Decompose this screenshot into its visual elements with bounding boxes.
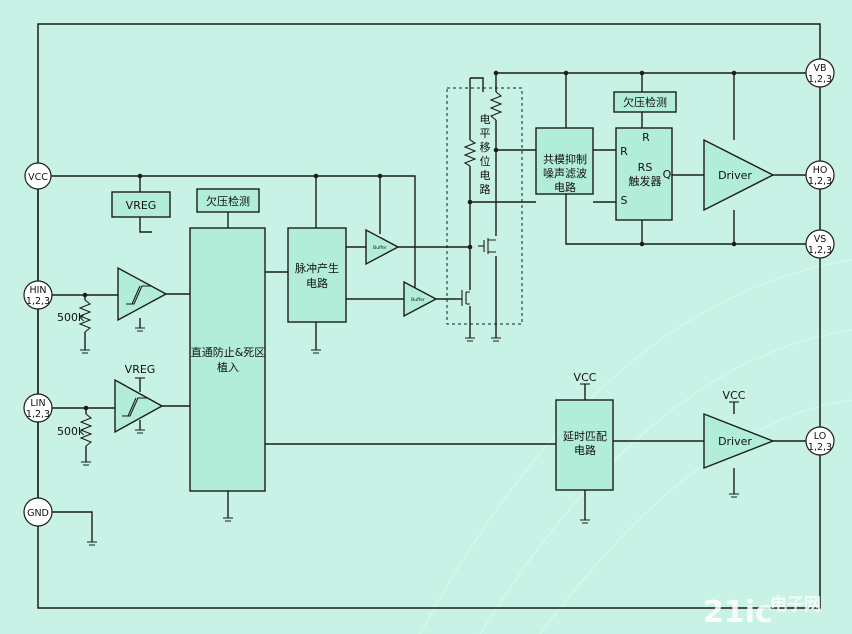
driver-high-label: Driver: [718, 169, 752, 182]
buffer-upper: [365, 228, 400, 266]
buffer-upper-label: Buffer: [373, 245, 387, 251]
background-arcs: [419, 259, 852, 634]
cm-filter-block: [535, 127, 594, 195]
driver-high-shape: [703, 138, 775, 212]
svg-text:HO: HO: [813, 165, 828, 176]
level-shift-char-1: 电: [480, 113, 491, 126]
driver-low-shape: [703, 412, 775, 470]
resistor-hin: [78, 299, 92, 333]
svg-text:LO: LO: [814, 431, 826, 442]
pulse-gen-block: [287, 227, 347, 323]
level-shift-char-4: 位: [480, 154, 491, 168]
pin-gnd: GND: [23, 497, 53, 527]
mosfet-high: [478, 238, 496, 254]
watermark-logo: 21ic 电子网: [703, 594, 821, 630]
vcc-driver-label: VCC: [723, 389, 746, 402]
pin-lo: LO 1,2,3: [805, 426, 835, 456]
pulse-gen-label-2: 电路: [306, 277, 328, 290]
svg-text:1,2,3: 1,2,3: [26, 409, 50, 420]
cm-filter-label-1: 共模抑制: [543, 152, 587, 166]
level-shift-char-5: 电: [480, 169, 491, 182]
mosfet-low: [461, 290, 470, 306]
rs-r-top-label: R: [642, 131, 650, 144]
vreg-label: VREG: [126, 199, 157, 212]
delay-match-label-1: 延时匹配: [563, 430, 607, 443]
uv-detect-left-label: 欠压检测: [206, 194, 250, 208]
svg-text:VCC: VCC: [28, 172, 48, 183]
resistor-lin-label: 500k: [57, 425, 85, 438]
svg-text:21ic: 21ic: [703, 595, 773, 630]
svg-text:LIN: LIN: [30, 398, 45, 409]
schmitt-trigger-lin: [114, 378, 164, 434]
rs-q-label: Q: [663, 168, 672, 181]
pin-vcc: VCC: [24, 162, 52, 190]
svg-text:VS: VS: [814, 234, 827, 245]
deadtime-label-1: 直通防止&死区: [191, 345, 266, 359]
rs-flipflop-block: [615, 127, 673, 221]
rs-label-2: 触发器: [629, 174, 662, 188]
resistor-lin: [79, 413, 93, 447]
svg-text:HIN: HIN: [29, 285, 46, 296]
schmitt-trigger-hin: [117, 266, 168, 322]
svg-text:电子网: 电子网: [770, 594, 821, 615]
junction-dots: [82, 70, 737, 411]
delay-match-block: [555, 399, 614, 491]
svg-text:1,2,3: 1,2,3: [808, 176, 832, 187]
pin-vb: VB 1,2,3: [805, 58, 835, 88]
resistor-level-shift-2: [463, 139, 477, 167]
pin-vs: VS 1,2,3: [805, 229, 835, 259]
cm-filter-label-3: 电路: [554, 181, 576, 194]
svg-text:1,2,3: 1,2,3: [808, 245, 832, 256]
uv-detect-right-label: 欠压检测: [623, 95, 667, 109]
svg-text:1,2,3: 1,2,3: [808, 74, 832, 85]
level-shift-char-3: 移: [480, 141, 491, 154]
pin-lin: LIN 1,2,3: [23, 393, 53, 423]
svg-text:1,2,3: 1,2,3: [26, 296, 50, 307]
buffer-lower-label: Buffer: [411, 297, 425, 303]
ground-symbols: [80, 327, 739, 546]
level-shift-char-6: 路: [480, 183, 491, 196]
level-shift-char-2: 平: [480, 127, 491, 140]
level-shift-region: [446, 87, 523, 325]
resistor-level-shift-1: [489, 91, 503, 121]
svg-text:GND: GND: [27, 508, 49, 519]
delay-match-label-2: 电路: [574, 444, 596, 457]
deadtime-logic-block: [189, 227, 266, 492]
rs-s-label: S: [621, 194, 628, 207]
svg-text:VB: VB: [813, 63, 826, 74]
pulse-gen-label-1: 脉冲产生: [295, 261, 339, 275]
vreg-block: [111, 191, 171, 218]
resistor-hin-label: 500k: [57, 311, 85, 324]
deadtime-label-2: 植入: [217, 360, 239, 374]
cm-filter-label-2: 噪声滤波: [543, 166, 587, 180]
rs-label-1: RS: [638, 161, 653, 174]
ic-outline: [37, 23, 821, 609]
rs-r-left-label: R: [620, 145, 628, 158]
vcc-delay-label: VCC: [574, 371, 597, 384]
pin-hin: HIN 1,2,3: [23, 280, 53, 310]
pin-ho: HO 1,2,3: [805, 160, 835, 190]
wires: [37, 72, 806, 542]
driver-low-label: Driver: [718, 435, 752, 448]
uv-detect-left-block: [196, 188, 260, 213]
buffer-lower: [403, 280, 438, 318]
svg-text:1,2,3: 1,2,3: [808, 442, 832, 453]
vreg-lin-label: VREG: [125, 363, 156, 376]
uv-detect-right-block: [613, 91, 677, 113]
